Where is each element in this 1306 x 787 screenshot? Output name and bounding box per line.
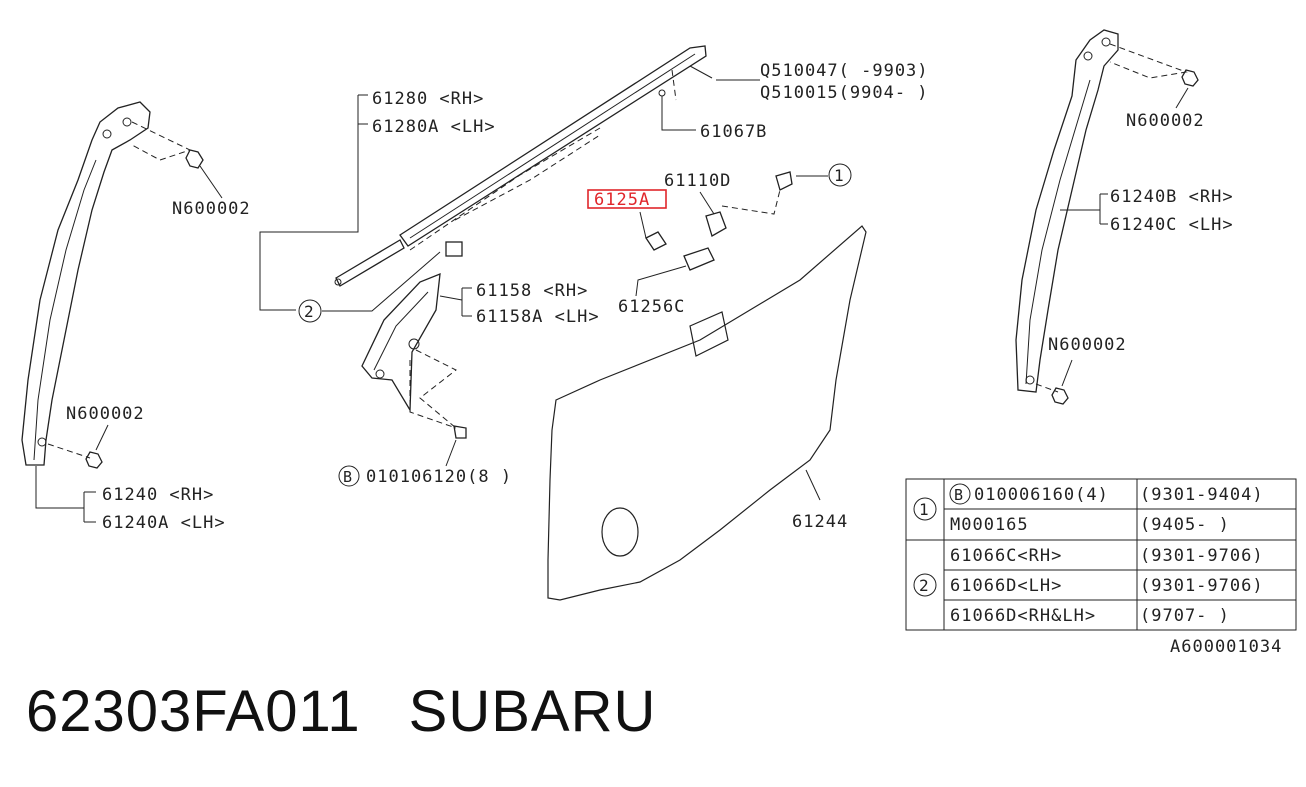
table-cell-range: (9707- )	[1140, 606, 1230, 626]
caption: 62303FA011 SUBARU	[26, 678, 704, 745]
callout-1-marker	[828, 163, 852, 187]
weatherstrip-61280	[334, 45, 707, 287]
callout-1-number: 1	[834, 166, 844, 185]
left-rail-61240	[21, 101, 192, 466]
label-61240c: 61240C <LH>	[1110, 215, 1234, 235]
caption-brand: SUBARU	[408, 679, 657, 744]
label-61110d: 61110D	[664, 171, 731, 191]
table-cell-part: 61066D<RH&LH>	[950, 606, 1096, 626]
parts-table: 1 2 B 010006160(4) (9301-9404) M000165 (…	[905, 478, 1297, 631]
label-61244: 61244	[792, 512, 848, 532]
nut-icon	[185, 149, 204, 169]
table-cell-part: 61066D<LH>	[950, 576, 1062, 596]
label-61240b: 61240B <RH>	[1110, 187, 1234, 207]
corner-trim-61158	[361, 272, 441, 413]
label-q510047: Q510047( -9903)	[760, 61, 929, 81]
label-61158a: 61158A <LH>	[476, 307, 600, 327]
nut-icon	[1181, 69, 1199, 87]
screw-icon	[453, 425, 467, 439]
label-61240a: 61240A <LH>	[102, 513, 226, 533]
table-b-mark	[949, 483, 971, 505]
b-mark-letter: B	[343, 468, 352, 486]
label-61240: 61240 <RH>	[102, 485, 214, 505]
right-rail-61240b	[1015, 29, 1119, 393]
clip-icon	[445, 241, 463, 257]
screw-icon	[775, 171, 793, 191]
nut-icon	[1051, 387, 1069, 405]
table-cell-part: 010006160(4)	[974, 485, 1109, 505]
highlight-box	[587, 189, 667, 209]
label-61158: 61158 <RH>	[476, 281, 588, 301]
table-group-1-marker	[913, 497, 937, 521]
table-cell-range: (9301-9706)	[1140, 546, 1264, 566]
label-q510015: Q510015(9904- )	[760, 83, 929, 103]
table-cell-range: (9301-9706)	[1140, 576, 1264, 596]
diagram-reference-code: A600001034	[1170, 637, 1282, 657]
nut-icon	[85, 451, 103, 469]
label-61280: 61280 <RH>	[372, 89, 484, 109]
table-cell-range: (9405- )	[1140, 515, 1230, 535]
table-cell-part: 61066C<RH>	[950, 546, 1062, 566]
table-group-2-marker	[913, 573, 937, 597]
pull-handle-icon	[683, 247, 715, 271]
callout-2-number: 2	[304, 302, 314, 321]
label-61067b: 61067B	[700, 122, 767, 142]
clip-icon	[645, 231, 667, 251]
table-cell-part: M000165	[950, 515, 1029, 535]
table-cell-range: (9301-9404)	[1140, 485, 1264, 505]
label-61280a: 61280A <LH>	[372, 117, 496, 137]
table-group-1: 1	[919, 500, 929, 519]
bracket-icon	[705, 211, 727, 237]
caption-part-number: 62303FA011	[26, 679, 361, 744]
label-6125a-highlighted: 6125A	[594, 190, 650, 210]
label-n600002-mid-right: N600002	[1048, 335, 1127, 355]
b-mark	[338, 465, 360, 487]
label-61256c: 61256C	[618, 297, 685, 317]
table-group-2: 2	[919, 576, 929, 595]
label-n600002-top-right: N600002	[1126, 111, 1205, 131]
callout-2-marker	[298, 299, 322, 323]
table-b-mark-letter: B	[954, 486, 963, 504]
label-n600002-mid-left: N600002	[66, 404, 145, 424]
door-trim-panel-61244	[547, 225, 867, 601]
label-n600002-top-left: N600002	[172, 199, 251, 219]
label-010106120: 010106120(8 )	[366, 467, 512, 487]
